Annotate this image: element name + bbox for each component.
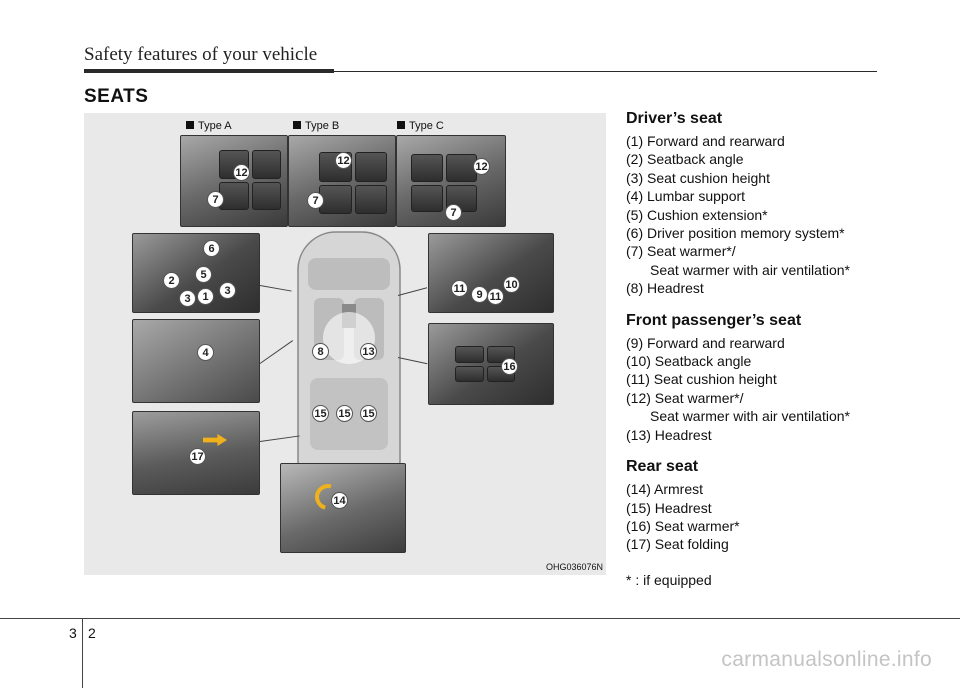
seat-diagram: Type A Type B Type C 12 7 12 7 12 7 6 5 …	[84, 113, 606, 575]
driver-seat-item: (4) Lumbar support	[626, 188, 746, 205]
item-continuation: Seat warmer with air ventilation*	[650, 261, 850, 278]
fold-arrow-icon	[203, 434, 227, 446]
callout-badge: 7	[207, 191, 224, 208]
callout-badge: 15	[312, 405, 329, 422]
callout-badge: 6	[203, 240, 220, 257]
driver-seat-item: (8) Headrest	[626, 280, 704, 297]
driver-seat-item: (1) Forward and rearward	[626, 133, 785, 149]
panel-type-a: 12 7	[180, 135, 288, 227]
passenger-seat-item: (9) Forward and rearward	[626, 334, 785, 351]
seat-legend: Driver’s seat (1) Forward and rearward (…	[626, 110, 946, 588]
callout-badge: 12	[233, 164, 250, 181]
callout-badge: 8	[312, 343, 329, 360]
type-label-b: Type B	[293, 120, 339, 132]
panel-driver-controls: 6 5 2 3 1 3	[132, 233, 260, 313]
callout-badge: 7	[307, 192, 324, 209]
callout-badge: 3	[179, 290, 196, 307]
footer-divider	[82, 618, 83, 688]
panel-rear-armrest: 14	[280, 463, 406, 553]
callout-badge: 13	[360, 343, 377, 360]
passenger-seat-item: (13) Headrest	[626, 426, 712, 443]
rear-seat-item: (17) Seat folding	[626, 536, 729, 553]
rear-seat-item: (14) Armrest	[626, 481, 704, 498]
callout-badge: 1	[197, 288, 214, 305]
page-section-number: 3	[69, 625, 77, 641]
type-label-a: Type A	[186, 120, 232, 132]
callout-badge: 15	[360, 405, 377, 422]
passenger-seat-title: Front passenger’s seat	[626, 311, 802, 329]
callout-badge: 11	[487, 288, 504, 305]
driver-seat-item: (5) Cushion extension*	[626, 206, 768, 223]
figure-code: OHG036076N	[545, 562, 603, 572]
driver-seat-item: (7) Seat warmer*/ Seat warmer with air v…	[626, 242, 946, 279]
callout-badge: 2	[163, 272, 180, 289]
rear-seat-item: (16) Seat warmer*	[626, 517, 740, 534]
driver-seat-item: (3) Seat cushion height	[626, 169, 770, 186]
panel-floor-lever: 17	[132, 411, 260, 495]
header-rule-thick	[84, 69, 334, 73]
callout-badge: 7	[445, 204, 462, 221]
callout-badge: 10	[503, 276, 520, 293]
driver-seat-item: (2) Seatback angle	[626, 151, 744, 168]
type-label-c: Type C	[397, 120, 444, 132]
callout-badge: 15	[336, 405, 353, 422]
callout-badge: 3	[219, 282, 236, 299]
car-top-view	[297, 231, 401, 500]
callout-badge: 5	[195, 266, 212, 283]
callout-badge: 12	[335, 152, 352, 169]
footer-rule	[0, 618, 960, 619]
callout-badge: 4	[197, 344, 214, 361]
panel-passenger-controls: 11 9 11 10	[428, 233, 554, 313]
page-number: 2	[88, 625, 96, 641]
header-rule-thin	[334, 71, 877, 72]
rear-seat-item: (15) Headrest	[626, 499, 712, 516]
item-line: (12) Seat warmer*/	[626, 389, 744, 406]
callout-badge: 11	[451, 280, 468, 297]
panel-type-b: 12 7	[288, 135, 396, 227]
driver-seat-title: Driver’s seat	[626, 110, 723, 127]
panel-lumbar: 4	[132, 319, 260, 403]
passenger-seat-item: (10) Seatback angle	[626, 353, 752, 370]
callout-badge: 17	[189, 448, 206, 465]
item-continuation: Seat warmer with air ventilation*	[650, 408, 850, 425]
header-title: Safety features of your vehicle	[84, 44, 318, 65]
passenger-seat-item: (12) Seat warmer*/ Seat warmer with air …	[626, 389, 946, 426]
rear-seat-title: Rear seat	[626, 458, 699, 476]
passenger-seat-item: (11) Seat cushion height	[626, 371, 777, 388]
callout-badge: 9	[471, 286, 488, 303]
footnote: * : if equipped	[626, 571, 712, 588]
panel-door-warmer: 16	[428, 323, 554, 405]
item-line: (7) Seat warmer*/	[626, 243, 736, 260]
driver-seat-item: (6) Driver position memory system*	[626, 225, 845, 242]
callout-badge: 12	[473, 158, 490, 175]
callout-badge: 14	[331, 492, 348, 509]
callout-badge: 16	[501, 358, 518, 375]
panel-type-c: 12 7	[396, 135, 506, 227]
watermark: carmanualsonline.info	[721, 648, 932, 671]
section-title: SEATS	[84, 86, 149, 107]
